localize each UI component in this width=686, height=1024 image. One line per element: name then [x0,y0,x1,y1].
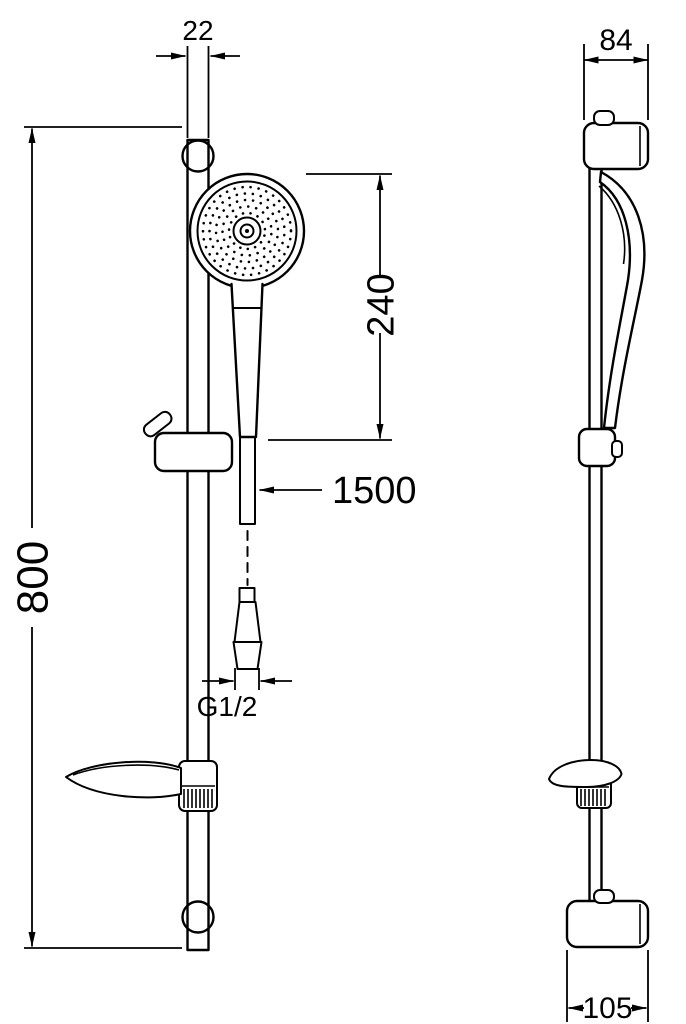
bottom-bracket-knob [593,889,615,904]
slider-lock-lever [142,410,173,438]
slide-rail [186,138,210,952]
slider-holder [142,410,234,473]
dim-hose-length: 1500 [259,470,417,512]
top-bracket-side [582,110,650,171]
soap-dish-side-ribs [580,789,606,806]
dim-240-label: 240 [360,273,402,336]
top-bracket-body [582,121,650,171]
soap-dish-side [548,759,623,809]
spray-nozzle-ring-4 [221,205,273,257]
slider-holder-body [153,431,234,473]
connector-cone [233,601,262,643]
slider-holder-side-knob [611,440,623,458]
wall-mount-top [181,139,215,173]
slider-holder-side-body [577,427,617,468]
shower-head-center-ring-inner [239,223,255,239]
dim-bar-length: 800 [8,126,182,949]
side-view [548,110,650,949]
front-view [65,138,306,952]
bottom-bracket-side [565,889,650,949]
dim-22-extension-lines [186,46,210,138]
dim-22-label: 22 [182,15,213,46]
dim-g12-label: G1/2 [197,691,258,722]
shower-head-center-dot [245,229,249,233]
dim-240-extension-lines [268,173,392,441]
shower-hose [239,436,256,586]
dimension-annotations: 22 240 800 1500 G1/2 [8,15,649,1024]
dim-head-to-holder: 240 [268,173,402,441]
wall-mount-bottom [181,900,215,934]
dim-top-bracket-depth: 84 [583,24,649,120]
spray-nozzle-ring-1 [201,185,293,277]
soap-dish-clamp-ribs [183,789,213,808]
top-bracket-knob [593,110,615,126]
soap-dish [65,760,218,812]
spray-nozzle-ring-2 [208,192,286,270]
shower-head-center-ring [232,216,262,246]
dim-800-label: 800 [8,541,57,614]
dim-rail-width: 22 [156,15,240,138]
hose-upper-section [239,436,256,525]
hand-shower-profile-inner-line [598,185,626,265]
dim-thread: G1/2 [197,668,292,722]
dim-g12-extension-lines [234,668,260,690]
shower-handle [230,282,264,439]
dim-105-label: 105 [582,992,632,1024]
dim-84-label: 84 [599,24,632,57]
connector-collar [238,587,256,603]
hose-connector [232,587,263,670]
dim-800-extension-lines [24,126,182,949]
soap-dish-side-tray [548,759,623,788]
shower-handle-fill [231,284,263,437]
connector-nut [232,641,263,670]
hand-shower-profile [598,170,646,430]
soap-dish-tray [65,760,182,799]
shower-head-faceplate [196,180,298,282]
soap-dish-rim [72,764,180,776]
bottom-bracket-body [565,899,650,949]
dim-bottom-bracket-depth: 105 [566,950,649,1024]
dim-105-extension-lines [566,950,649,1022]
hand-shower [188,172,306,439]
dim-1500-label: 1500 [332,470,417,512]
spray-nozzle-ring-5 [227,211,267,251]
slider-holder-side [577,427,623,468]
